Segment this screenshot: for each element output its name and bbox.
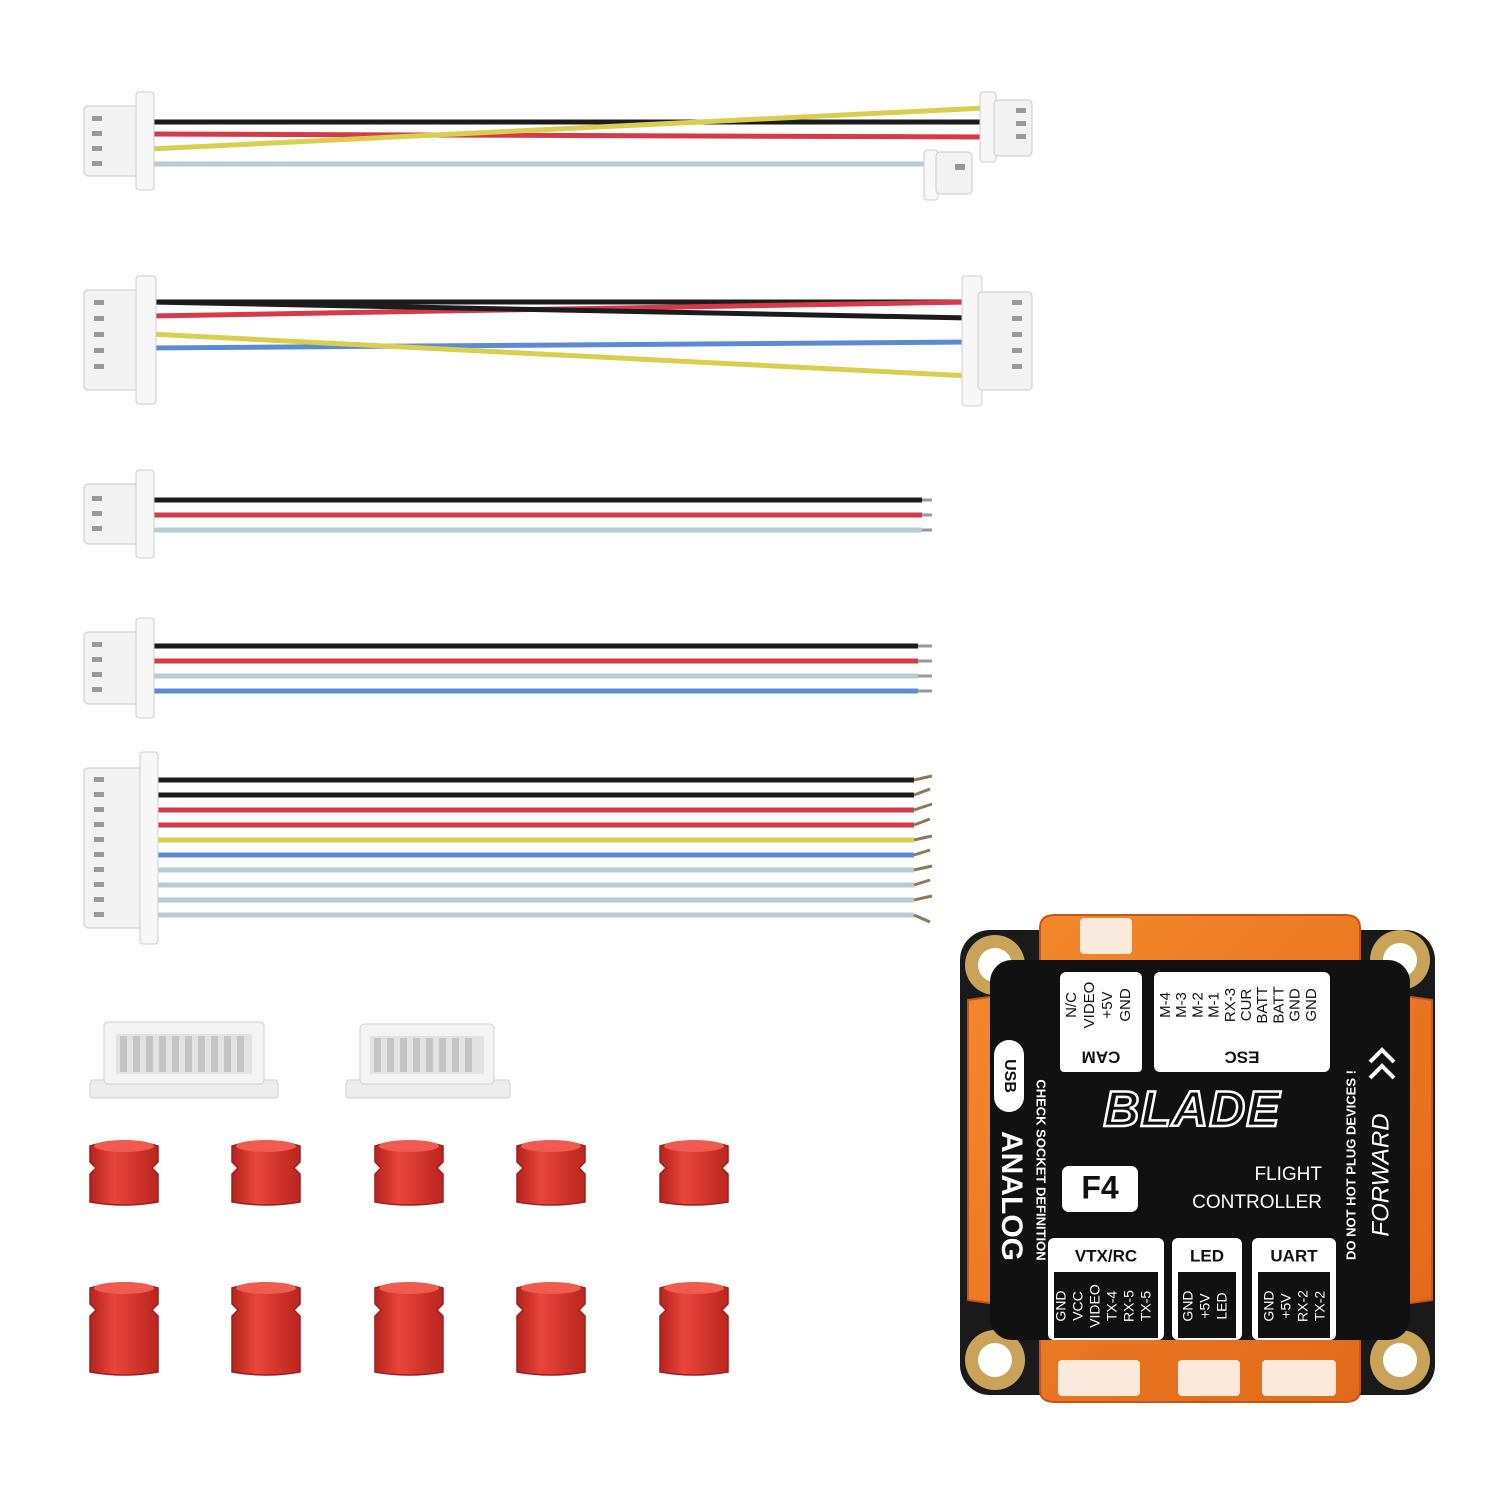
vtx-socket bbox=[1058, 1360, 1140, 1396]
uart-title: UART bbox=[1270, 1246, 1318, 1265]
cam-socket bbox=[1080, 918, 1132, 954]
subtitle-controller: CONTROLLER bbox=[1192, 1192, 1322, 1213]
usb-badge bbox=[994, 1040, 1024, 1112]
rubber-grommet bbox=[231, 1140, 301, 1206]
spare-connector bbox=[89, 1021, 279, 1099]
pin-label: CUR bbox=[1238, 989, 1255, 1022]
pin-label: TX-2 bbox=[1312, 1291, 1328, 1322]
connector-plug-3pin bbox=[979, 91, 1033, 163]
pin-label: LED bbox=[1214, 1292, 1230, 1319]
pin-label: GND bbox=[1117, 988, 1134, 1022]
subtitle-flight: FLIGHT bbox=[1254, 1164, 1322, 1185]
uart-socket bbox=[1262, 1360, 1336, 1396]
cam-title: CAM bbox=[1082, 1048, 1121, 1067]
model-badge bbox=[1062, 1166, 1138, 1212]
esc-pin-box bbox=[1154, 972, 1330, 1072]
pin-label: GND bbox=[1287, 988, 1304, 1022]
cable-vtx bbox=[83, 275, 1033, 407]
wire-yellow bbox=[149, 105, 986, 152]
pin-label: VIDEO bbox=[1081, 982, 1098, 1029]
rubber-grommet bbox=[659, 1140, 729, 1206]
wire-blue bbox=[149, 339, 971, 351]
cable-esc-bare bbox=[83, 751, 933, 945]
mounting-hole-icon bbox=[965, 1330, 1025, 1390]
esc-title: ESC bbox=[1225, 1048, 1260, 1067]
led-socket bbox=[1178, 1360, 1240, 1396]
led-pin-area bbox=[1178, 1272, 1236, 1338]
led-title: LED bbox=[1190, 1246, 1224, 1265]
pin-label: +5V bbox=[1197, 1293, 1213, 1319]
pin-label: M-1 bbox=[1206, 992, 1223, 1018]
pin-label: VIDEO bbox=[1087, 1284, 1103, 1328]
pin-label: BATT bbox=[1270, 986, 1287, 1023]
pin-label: TX-4 bbox=[1104, 1291, 1120, 1322]
pin-label: +5V bbox=[1278, 1293, 1294, 1319]
cam-title-bar bbox=[1060, 1040, 1142, 1072]
pin-label: TX-5 bbox=[1138, 1291, 1154, 1322]
wire-black bbox=[149, 299, 971, 321]
brand-logo: ANALOG bbox=[995, 1131, 1028, 1261]
pin-label: GND bbox=[1303, 988, 1320, 1022]
pin-label: M-4 bbox=[1157, 992, 1174, 1018]
connector-plug bbox=[83, 751, 159, 945]
rubber-grommet bbox=[89, 1140, 159, 1206]
connector-plug-1pin bbox=[923, 149, 973, 201]
connector-plug bbox=[83, 617, 155, 719]
forward-arrow-icon bbox=[1368, 1047, 1396, 1080]
pin-label: BATT bbox=[1254, 986, 1271, 1023]
wire-red bbox=[149, 131, 986, 140]
rubber-grommet bbox=[516, 1282, 586, 1376]
blade-logo: BLADE bbox=[1103, 1081, 1281, 1137]
pin-label: N/C bbox=[1063, 992, 1080, 1018]
mounting-hole-icon bbox=[1370, 1330, 1430, 1390]
pin-label: GND bbox=[1261, 1290, 1277, 1321]
connector-plug bbox=[83, 469, 155, 559]
rubber-grommet bbox=[659, 1282, 729, 1376]
pin-label: GND bbox=[1053, 1290, 1069, 1321]
cable-4pin-bare bbox=[83, 617, 932, 719]
rubber-grommet bbox=[231, 1282, 301, 1376]
pin-label: M-3 bbox=[1173, 992, 1190, 1018]
rubber-grommet bbox=[374, 1140, 444, 1206]
rubber-grommet bbox=[516, 1140, 586, 1206]
cable-camera bbox=[83, 91, 1033, 201]
pin-label: RX-2 bbox=[1295, 1290, 1311, 1322]
grommet-group bbox=[89, 1140, 729, 1376]
cable-3pin-bare bbox=[83, 469, 932, 559]
pin-label: GND bbox=[1180, 1290, 1196, 1321]
check-socket-text: CHECK SOCKET DEFINITION bbox=[1034, 1079, 1049, 1260]
model-label: F4 bbox=[1081, 1169, 1119, 1205]
wire-tips bbox=[913, 774, 933, 924]
uart-pin-area bbox=[1258, 1272, 1330, 1338]
pin-label: RX-5 bbox=[1121, 1290, 1137, 1322]
rubber-grommet bbox=[89, 1282, 159, 1376]
connector-plug bbox=[961, 275, 1033, 407]
vtx-title: VTX/RC bbox=[1075, 1246, 1137, 1265]
connector-plug bbox=[83, 91, 155, 191]
connector-plug bbox=[83, 275, 157, 405]
rubber-grommet bbox=[374, 1282, 444, 1376]
pin-label: RX-3 bbox=[1222, 988, 1239, 1022]
pin-label: M-2 bbox=[1189, 992, 1206, 1018]
pin-label: +5V bbox=[1099, 991, 1116, 1018]
wire-yellow bbox=[149, 331, 971, 379]
forward-label: FORWARD bbox=[1367, 1113, 1394, 1236]
vtx-pin-area bbox=[1054, 1272, 1158, 1338]
pin-label: VCC bbox=[1070, 1291, 1086, 1321]
hot-plug-warning: DO NOT HOT PLUG DEVICES ! bbox=[1343, 1070, 1358, 1260]
spare-connector bbox=[345, 1023, 511, 1099]
usb-label: USB bbox=[1001, 1059, 1018, 1093]
